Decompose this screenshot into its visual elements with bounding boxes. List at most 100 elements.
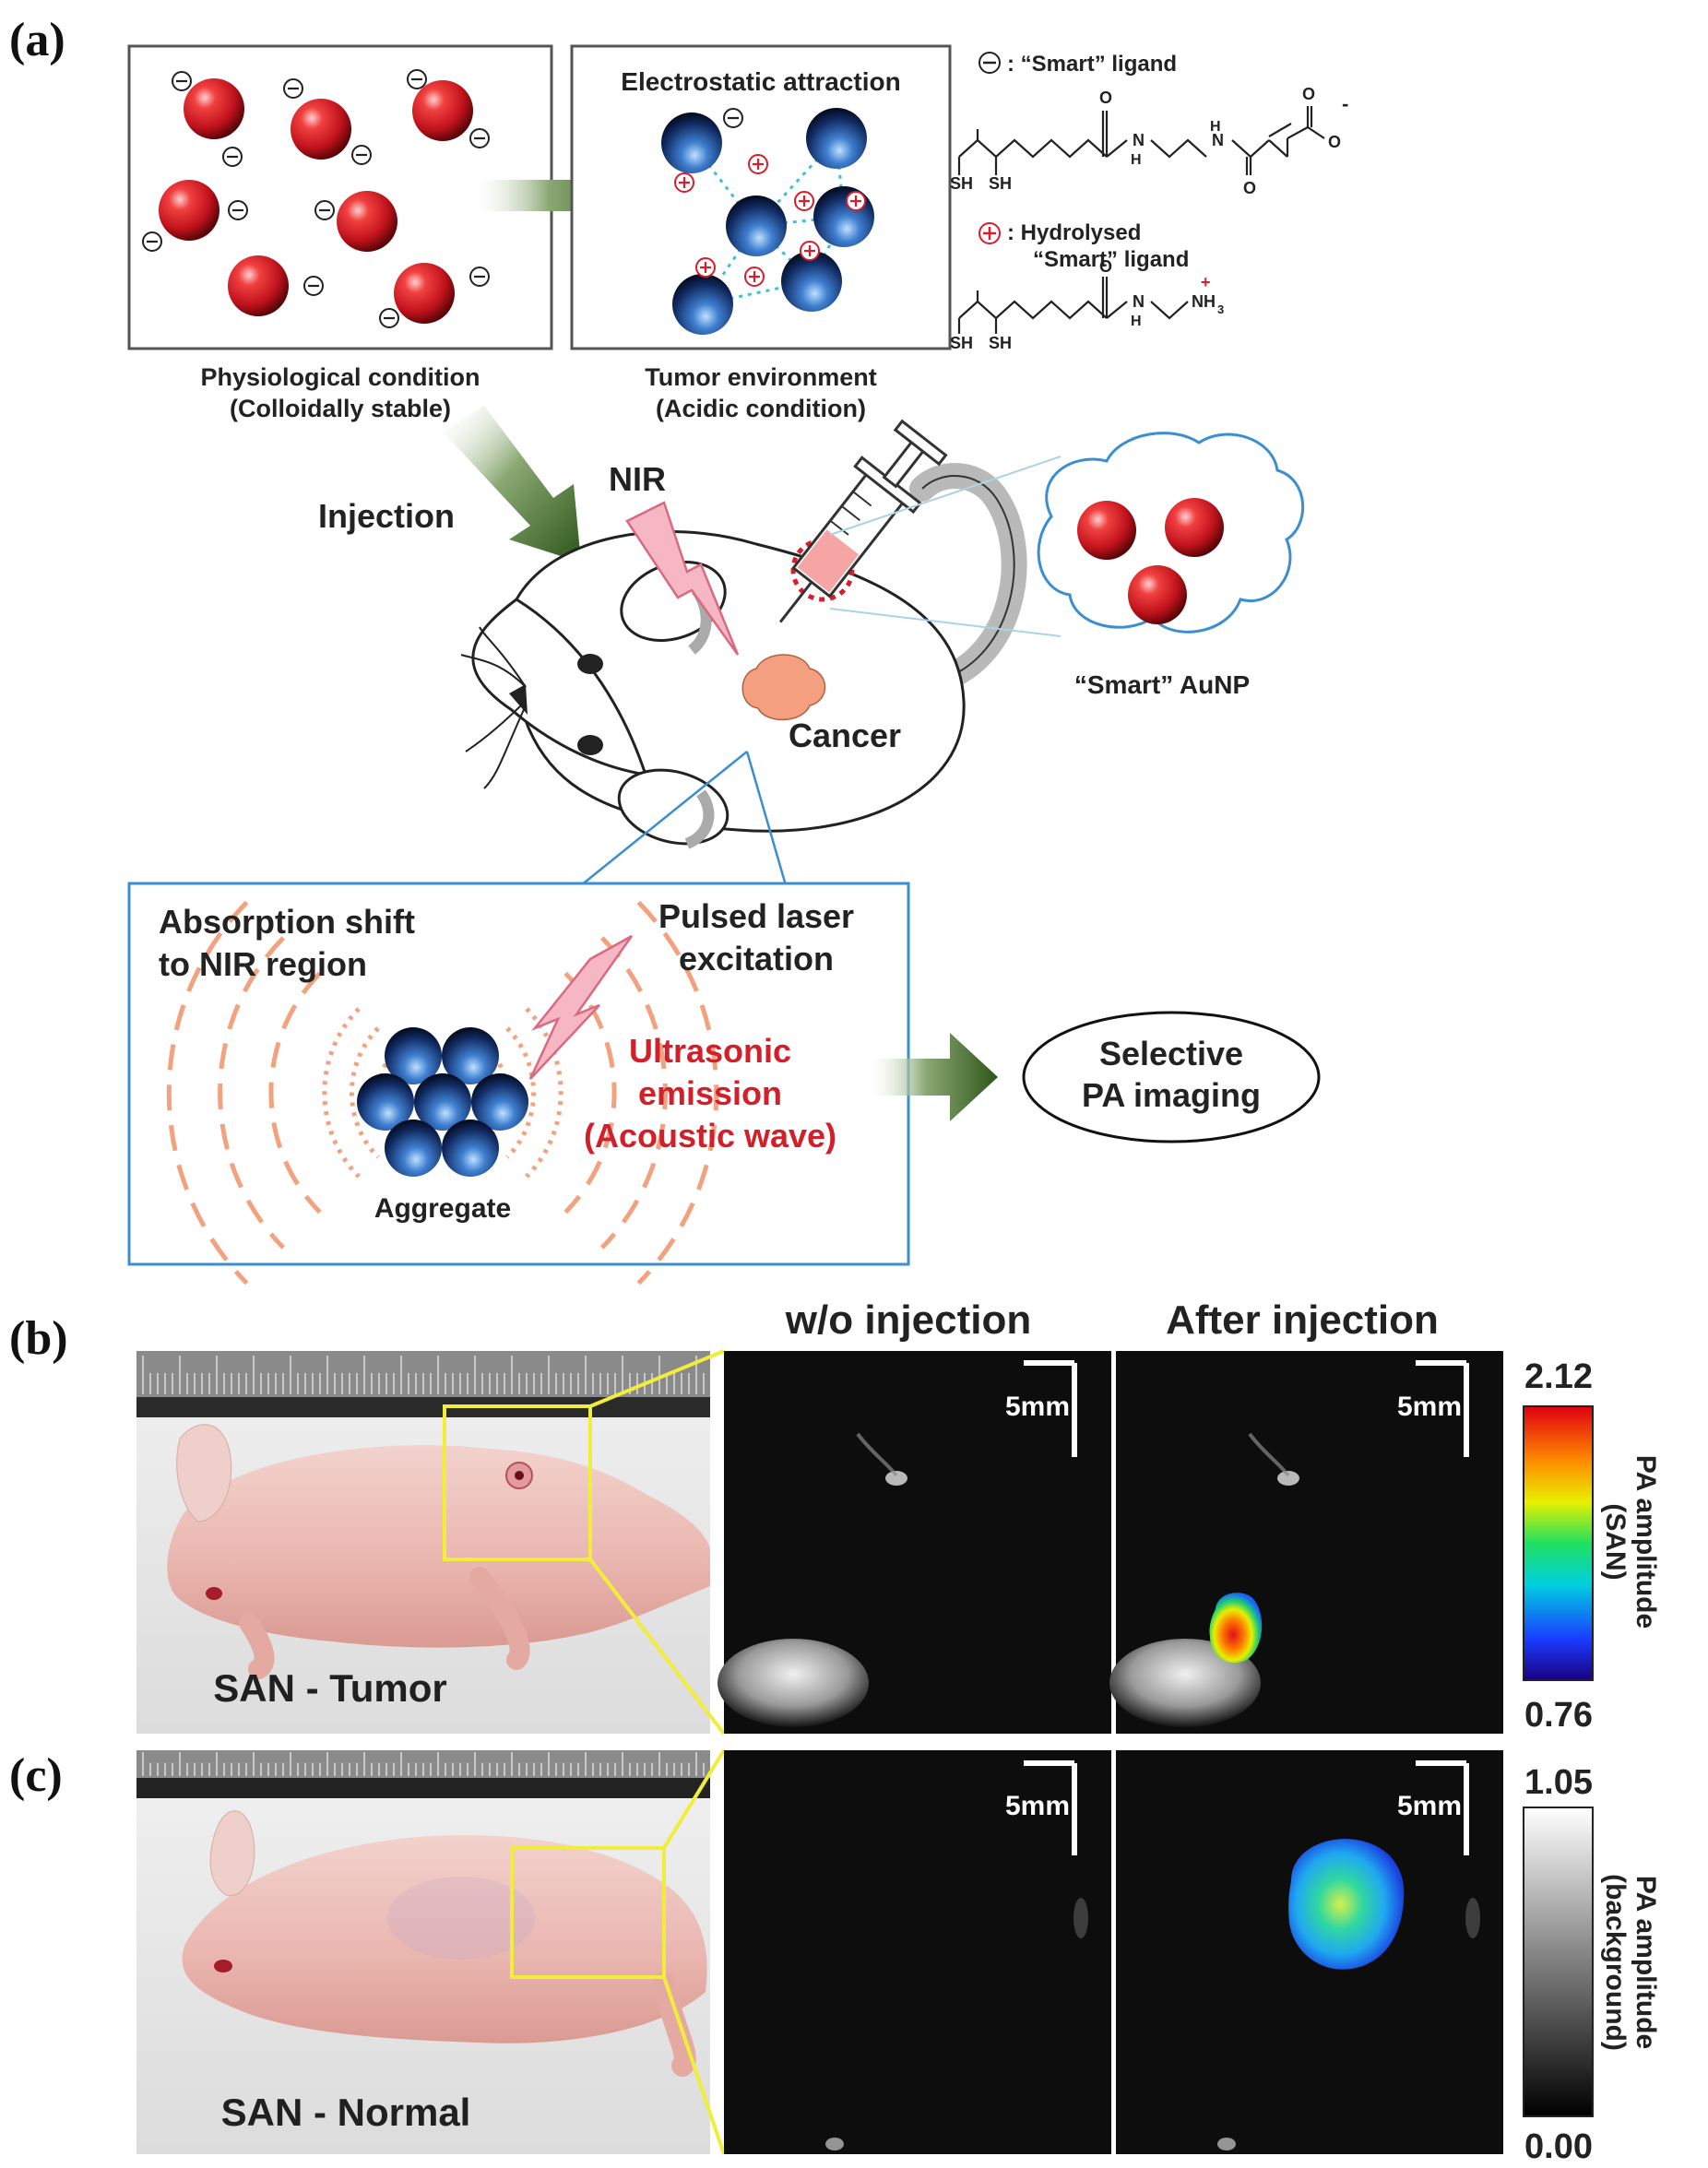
zoom-line-c-bottom — [662, 1976, 726, 2155]
o-atom-5: O — [1099, 257, 1112, 276]
colorbar-b-max: 2.12 — [1524, 1357, 1593, 1396]
scan-tumor-without-injection — [718, 1351, 1111, 1734]
smart-aunp-label: “Smart” AuNP — [1074, 670, 1250, 699]
n-atom-2: N — [1212, 131, 1224, 149]
callout-line-2 — [829, 608, 1062, 637]
photo-label-tumor: SAN - Tumor — [213, 1666, 447, 1710]
sh-label-1: SH — [950, 174, 973, 193]
chem-structure-smart — [957, 106, 1325, 175]
colorbar-background — [1523, 1807, 1594, 2117]
sh-label-3: SH — [950, 334, 973, 352]
scan-normal-after-injection — [1116, 1750, 1503, 2154]
blue-nanoparticle — [661, 113, 722, 173]
selective-pa-imaging-ellipse — [1022, 1011, 1321, 1143]
nir-lightning-icon — [625, 501, 740, 656]
red-nanoparticle — [1077, 501, 1136, 560]
box2-caption-line2: (Acidic condition) — [656, 395, 866, 422]
colorbar-b-min: 0.76 — [1524, 1696, 1593, 1735]
blue-cluster — [661, 108, 874, 335]
o-atom-1: O — [1099, 89, 1112, 107]
blue-nanoparticle — [385, 1027, 442, 1084]
panel-b-label: (b) — [9, 1312, 68, 1365]
smart-aunp-cloud — [1037, 432, 1305, 634]
colorbar-b-title2: (SAN) — [1600, 1503, 1631, 1580]
nh3-subscript: 3 — [1217, 302, 1224, 316]
red-nanoparticle — [228, 255, 289, 316]
cloud-red-nanoparticles — [1077, 498, 1224, 624]
cancer-label: Cancer — [789, 717, 901, 754]
colorbar-c-title2: (background) — [1600, 1874, 1631, 2051]
legend-hydrolysed-ligand: : Hydrolysed “Smart” ligand — [979, 220, 1189, 272]
scan-normal-without-injection — [724, 1750, 1111, 2154]
injection-label: Injection — [318, 497, 455, 535]
panel-c-label: (c) — [9, 1749, 63, 1802]
blue-nanoparticle — [806, 108, 867, 169]
red-nanoparticle — [159, 180, 219, 241]
h-atom-2: H — [1210, 119, 1221, 135]
sh-label-2: SH — [989, 174, 1012, 193]
electrostatic-title: Electrostatic attraction — [621, 67, 900, 96]
aggregate-label: Aggregate — [374, 1193, 511, 1224]
blue-nanoparticle — [813, 186, 874, 247]
o-atom-2: O — [1243, 179, 1256, 197]
sh-label-4: SH — [989, 334, 1012, 352]
scale-label-b1: 5mm — [1005, 1392, 1070, 1422]
red-nanoparticles — [142, 69, 490, 328]
colorbar-c-title1: PA amplitude — [1631, 1876, 1661, 2049]
legend-smart-text: : “Smart” ligand — [1007, 52, 1177, 77]
scale-label-b2: 5mm — [1397, 1392, 1462, 1422]
absorption-line2: to NIR region — [159, 945, 367, 983]
selective-line2: PA imaging — [1082, 1076, 1261, 1114]
box1-caption-line1: Physiological condition — [200, 363, 480, 391]
red-nanoparticle — [337, 191, 397, 252]
zoom-line-c-top — [662, 1748, 726, 1850]
red-nanoparticle — [412, 80, 473, 141]
arrow-right-2 — [867, 1033, 998, 1121]
scan-tumor-after-injection — [1109, 1351, 1503, 1734]
callout-line-1 — [829, 456, 1062, 536]
nir-label: NIR — [609, 460, 666, 498]
legend-smart-ligand: : “Smart” ligand — [979, 52, 1177, 77]
legend-hydro-text-2: “Smart” ligand — [1033, 247, 1189, 272]
laser-lightning-icon — [528, 934, 634, 1080]
pulsed-line1: Pulsed laser — [658, 897, 854, 935]
blue-nanoparticle — [442, 1120, 499, 1177]
n-atom-1: N — [1133, 131, 1145, 149]
ultrasonic-line2: emission — [638, 1074, 782, 1112]
callout-line-4 — [745, 751, 788, 886]
nh3-label: NH — [1192, 292, 1216, 311]
red-nanoparticle — [1128, 565, 1187, 624]
blue-nanoparticle — [357, 1073, 414, 1131]
o-atom-3: O — [1302, 85, 1315, 103]
n-atom-3: N — [1133, 292, 1145, 311]
callout-line-3 — [580, 751, 748, 886]
ultrasonic-line3: (Acoustic wave) — [584, 1117, 836, 1155]
h-atom-1: H — [1131, 152, 1142, 168]
blue-nanoparticle — [442, 1027, 499, 1084]
colorbar-c-max: 1.05 — [1524, 1763, 1593, 1802]
mouse-illustration — [460, 463, 1027, 849]
header-without-injection: w/o injection — [785, 1297, 1031, 1343]
photo-tumor-mouse — [136, 1351, 711, 1734]
arrow-injection — [443, 406, 581, 563]
box1-caption-line2: (Colloidally stable) — [230, 395, 451, 422]
selective-line1: Selective — [1099, 1035, 1243, 1072]
pulsed-line2: excitation — [679, 940, 834, 977]
scale-label-c2: 5mm — [1397, 1791, 1462, 1821]
red-nanoparticle — [394, 263, 455, 324]
red-nanoparticle — [184, 78, 244, 139]
zoom-line-b-top — [589, 1349, 725, 1408]
box-tumor-environment: Electrostatic attraction — [570, 44, 952, 350]
blue-nanoparticle — [726, 195, 787, 256]
blue-nanoparticle — [414, 1073, 471, 1131]
h-atom-3: H — [1131, 314, 1142, 329]
aggregate-nanoparticles — [357, 1027, 528, 1177]
carboxylate-minus: - — [1342, 92, 1348, 115]
colorbar-c-min: 0.00 — [1524, 2127, 1593, 2166]
blue-nanoparticle — [781, 251, 842, 312]
blue-nanoparticle — [471, 1073, 528, 1131]
photo-label-normal: SAN - Normal — [221, 2091, 471, 2134]
colorbar-b-title1: PA amplitude — [1631, 1455, 1661, 1629]
o-atom-4: O — [1328, 133, 1341, 151]
